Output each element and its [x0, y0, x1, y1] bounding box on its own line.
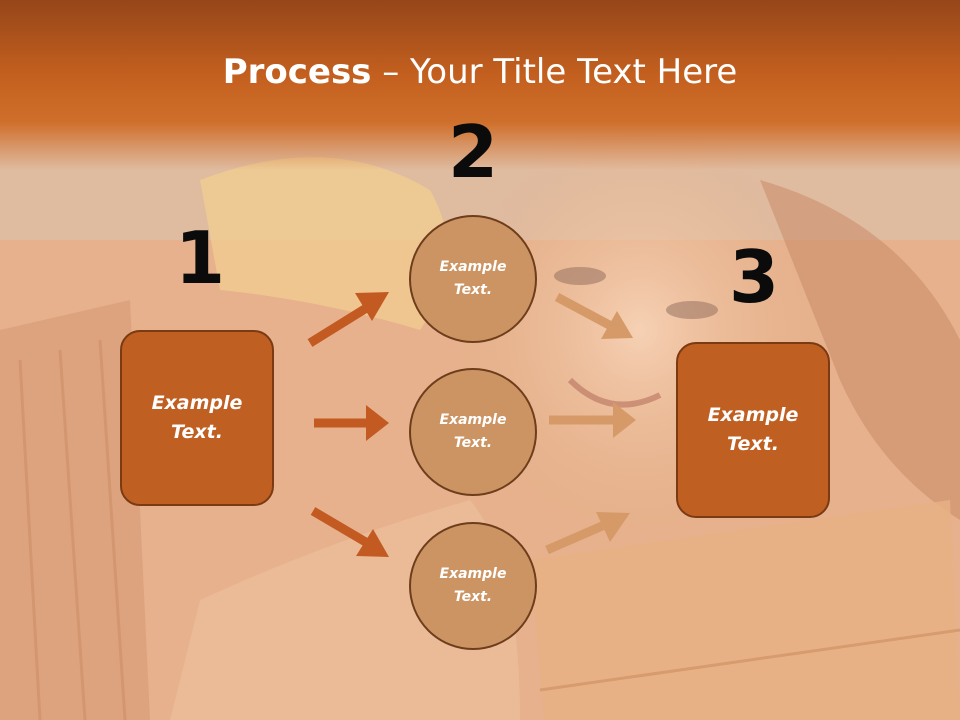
arrow-top-to-right: [554, 293, 633, 339]
arrow-left-to-top: [307, 292, 389, 347]
arrow-left-to-bottom: [310, 507, 389, 557]
circle-middle-line2: Text.: [453, 435, 493, 451]
step-3-text-line1: Example: [707, 404, 799, 426]
circle-bottom-line2: Text.: [453, 589, 493, 605]
step-2-circle-top[interactable]: Example Text.: [409, 215, 537, 343]
step-number-2: 2: [447, 110, 499, 194]
step-3-text-line2: Text.: [727, 433, 779, 455]
title-bold: Process: [222, 52, 372, 92]
arrow-middle-to-right: [549, 402, 636, 438]
circle-bottom-line1: Example: [439, 566, 507, 582]
step-1-text-line1: Example: [151, 392, 243, 414]
title-rest: – Your Title Text Here: [371, 52, 738, 92]
circle-middle-line1: Example: [439, 412, 507, 428]
circle-top-line2: Text.: [453, 282, 493, 298]
arrow-bottom-to-right: [545, 512, 630, 555]
step-2-circle-bottom[interactable]: Example Text.: [409, 522, 537, 650]
arrow-left-to-middle: [314, 405, 389, 441]
title-band: [0, 0, 960, 170]
step-1-text-line2: Text.: [171, 421, 223, 443]
circle-top-line1: Example: [439, 259, 507, 275]
step-3-box[interactable]: Example Text.: [676, 342, 830, 518]
step-number-1: 1: [174, 216, 226, 300]
step-1-box[interactable]: Example Text.: [120, 330, 274, 506]
slide-title: Process – Your Title Text Here: [0, 52, 960, 92]
step-number-3: 3: [728, 235, 780, 319]
step-2-circle-middle[interactable]: Example Text.: [409, 368, 537, 496]
